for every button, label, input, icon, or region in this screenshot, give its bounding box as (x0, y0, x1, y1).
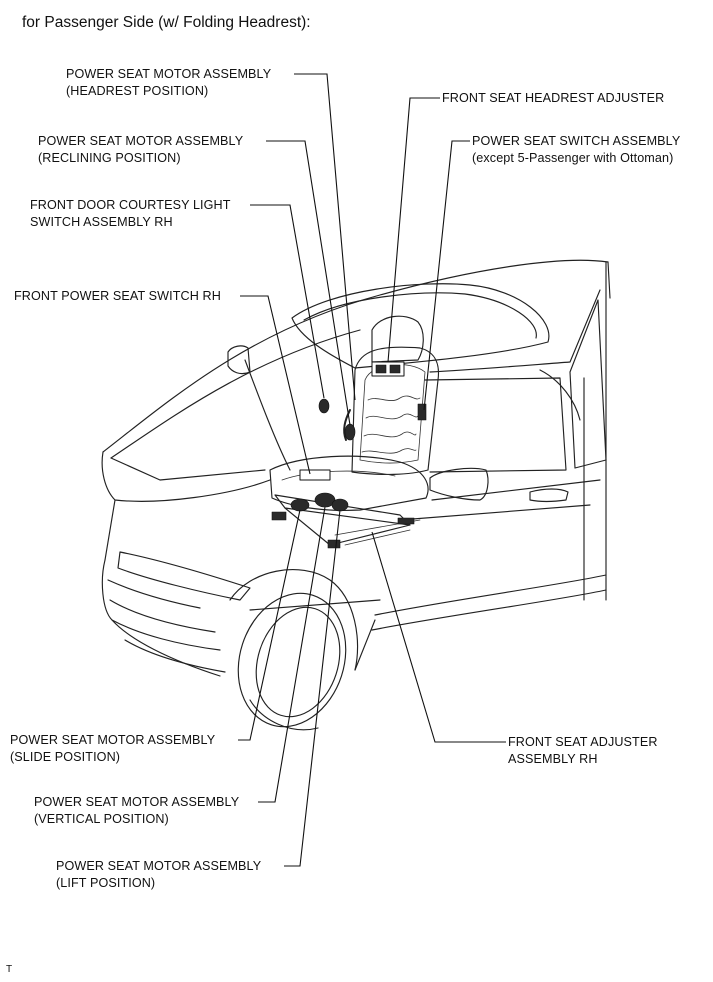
label-line: (SLIDE POSITION) (10, 750, 121, 764)
label-motor-reclining: POWER SEAT MOTOR ASSEMBLY (RECLINING POS… (38, 133, 243, 167)
label-motor-headrest: POWER SEAT MOTOR ASSEMBLY (HEADREST POSI… (66, 66, 271, 100)
label-seat-adjuster: FRONT SEAT ADJUSTER ASSEMBLY RH (508, 734, 658, 768)
label-line: SWITCH ASSEMBLY RH (30, 215, 173, 229)
label-line: (LIFT POSITION) (56, 876, 156, 890)
label-line: POWER SEAT MOTOR ASSEMBLY (38, 134, 244, 148)
label-line: (RECLINING POSITION) (38, 151, 181, 165)
label-line: FRONT SEAT HEADREST ADJUSTER (442, 91, 665, 105)
label-headrest-adjuster: FRONT SEAT HEADREST ADJUSTER (442, 90, 664, 107)
label-motor-vertical: POWER SEAT MOTOR ASSEMBLY (VERTICAL POSI… (34, 794, 239, 828)
label-line: FRONT SEAT ADJUSTER (508, 735, 658, 749)
label-line: (VERTICAL POSITION) (34, 812, 169, 826)
label-line: POWER SEAT SWITCH ASSEMBLY (472, 134, 681, 148)
label-line: FRONT POWER SEAT SWITCH RH (14, 289, 221, 303)
label-line: (except 5-Passenger with Ottoman) (472, 151, 674, 165)
label-line: (HEADREST POSITION) (66, 84, 209, 98)
label-line: ASSEMBLY RH (508, 752, 598, 766)
label-front-power-seat-switch: FRONT POWER SEAT SWITCH RH (14, 288, 221, 305)
footer-mark: T (6, 964, 13, 975)
label-motor-lift: POWER SEAT MOTOR ASSEMBLY (LIFT POSITION… (56, 858, 261, 892)
label-door-courtesy-switch: FRONT DOOR COURTESY LIGHT SWITCH ASSEMBL… (30, 197, 231, 231)
diagram-title: for Passenger Side (w/ Folding Headrest)… (22, 14, 311, 31)
label-motor-slide: POWER SEAT MOTOR ASSEMBLY (SLIDE POSITIO… (10, 732, 215, 766)
car-body (101, 259, 611, 731)
label-line: POWER SEAT MOTOR ASSEMBLY (34, 795, 240, 809)
label-line: POWER SEAT MOTOR ASSEMBLY (56, 859, 262, 873)
label-seat-switch-assembly: POWER SEAT SWITCH ASSEMBLY (except 5-Pas… (472, 133, 680, 167)
label-line: POWER SEAT MOTOR ASSEMBLY (66, 67, 272, 81)
label-line: POWER SEAT MOTOR ASSEMBLY (10, 733, 216, 747)
front-seat (269, 315, 440, 549)
leader-lines (238, 73, 506, 867)
label-line: FRONT DOOR COURTESY LIGHT (30, 198, 231, 212)
